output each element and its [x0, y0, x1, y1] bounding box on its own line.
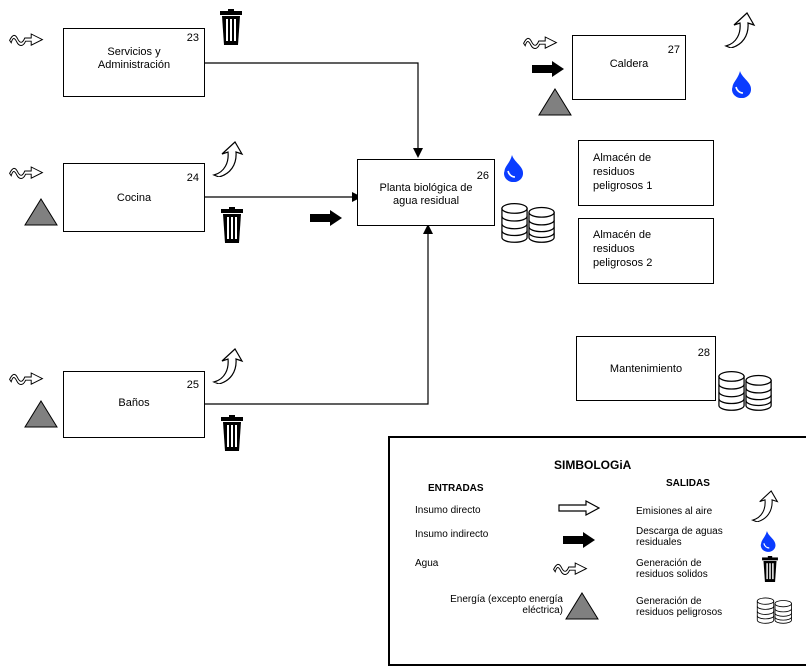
trash-can-icon: [221, 415, 243, 451]
node-servicios-administracion: Servicios y Administración 23: [63, 28, 205, 97]
air-emission-icon: [211, 348, 245, 384]
trash-can-icon: [220, 9, 242, 45]
node-planta-biologica: Planta biológica de agua residual 26: [357, 159, 495, 226]
node-number: 24: [186, 172, 199, 184]
water-squiggle-arrow-icon: [8, 160, 56, 182]
legend-entrada-label: Agua: [415, 558, 439, 569]
white-arrow-icon: [558, 500, 600, 516]
node-banos: Baños 25: [63, 371, 205, 438]
legend-entrada-label: Insumo directo: [415, 505, 481, 516]
legend-title: SIMBOLOGiA: [554, 458, 632, 472]
water-squiggle-arrow-icon: [522, 30, 570, 52]
legend-salida-label: Emisiones al aire: [636, 506, 713, 517]
air-emission-icon: [750, 490, 780, 522]
black-arrow-icon: [310, 210, 342, 226]
barrels-icon: [756, 596, 794, 624]
air-emission-icon: [723, 12, 757, 48]
node-almacen-residuos-2: Almacén de residuos peligrosos 2: [578, 218, 714, 284]
black-arrow-icon: [562, 532, 596, 548]
node-label: Baños: [118, 397, 150, 409]
water-drop-icon: [731, 70, 753, 98]
node-almacen-residuos-1: Almacén de residuos peligrosos 1: [578, 140, 714, 206]
legend-salida-label: Descarga de aguas residuales: [636, 526, 723, 548]
legend-salida-label: Generación de residuos solidos: [636, 558, 708, 580]
node-number: 28: [697, 347, 710, 359]
node-label: Almacén de residuos peligrosos 1: [593, 152, 653, 192]
node-label: Cocina: [116, 192, 152, 204]
legend-entrada-label: Insumo indirecto: [415, 529, 489, 540]
node-number: 26: [476, 170, 489, 182]
water-drop-icon: [503, 154, 525, 182]
node-label: Caldera: [609, 58, 649, 70]
node-label: Mantenimiento: [609, 363, 683, 375]
water-squiggle-arrow-icon: [8, 366, 56, 388]
trash-can-icon: [221, 207, 243, 243]
water-drop-icon: [760, 530, 777, 552]
node-cocina: Cocina 24: [63, 163, 205, 232]
node-caldera: Caldera 27: [572, 35, 686, 100]
black-arrow-icon: [531, 61, 565, 77]
triangle-icon: [565, 592, 599, 620]
legend-entradas-header: ENTRADAS: [428, 483, 484, 494]
legend-salidas-header: SALIDAS: [666, 478, 710, 489]
node-number: 23: [186, 32, 199, 44]
node-label: Almacén de residuos peligrosos 2: [593, 229, 653, 269]
triangle-icon: [538, 88, 572, 116]
node-label: Planta biológica de agua residual: [379, 182, 473, 207]
barrels-icon: [717, 368, 775, 412]
water-squiggle-arrow-icon: [8, 27, 56, 49]
legend-simbologia: SIMBOLOGiA ENTRADAS SALIDAS Insumo direc…: [388, 436, 806, 666]
node-label: Servicios y Administración: [97, 46, 171, 71]
air-emission-icon: [211, 141, 245, 177]
legend-salida-label: Generación de residuos peligrosos: [636, 596, 723, 618]
node-number: 27: [667, 44, 680, 56]
node-mantenimiento: Mantenimiento 28: [576, 336, 716, 401]
barrels-icon: [500, 200, 558, 244]
node-number: 25: [186, 379, 199, 391]
triangle-icon: [24, 198, 58, 226]
water-squiggle-arrow-icon: [552, 556, 600, 578]
triangle-icon: [24, 400, 58, 428]
trash-can-icon: [762, 556, 778, 582]
legend-entrada-label: Energía (excepto energía eléctrica): [450, 594, 563, 616]
